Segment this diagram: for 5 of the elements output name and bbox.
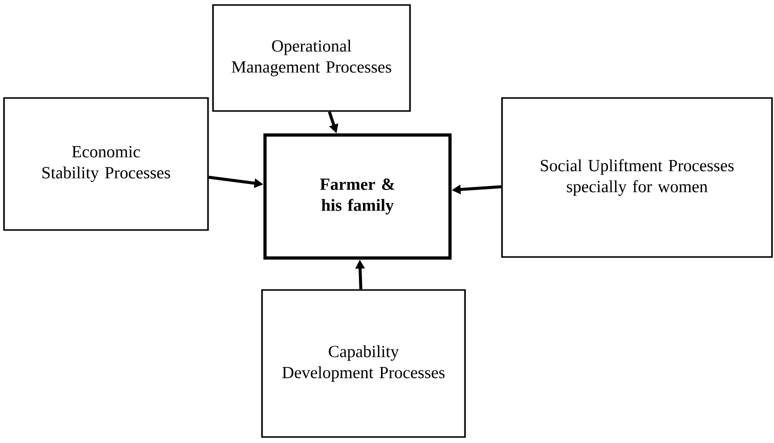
center-box: Farmer & his family xyxy=(263,133,452,260)
process-box: Operational Management Processes xyxy=(212,4,411,112)
process-box: Economic Stability Processes xyxy=(3,97,209,231)
process-box: Capability Development Processes xyxy=(261,289,466,438)
process-box: Social Upliftment Processes specially for women xyxy=(501,97,773,258)
